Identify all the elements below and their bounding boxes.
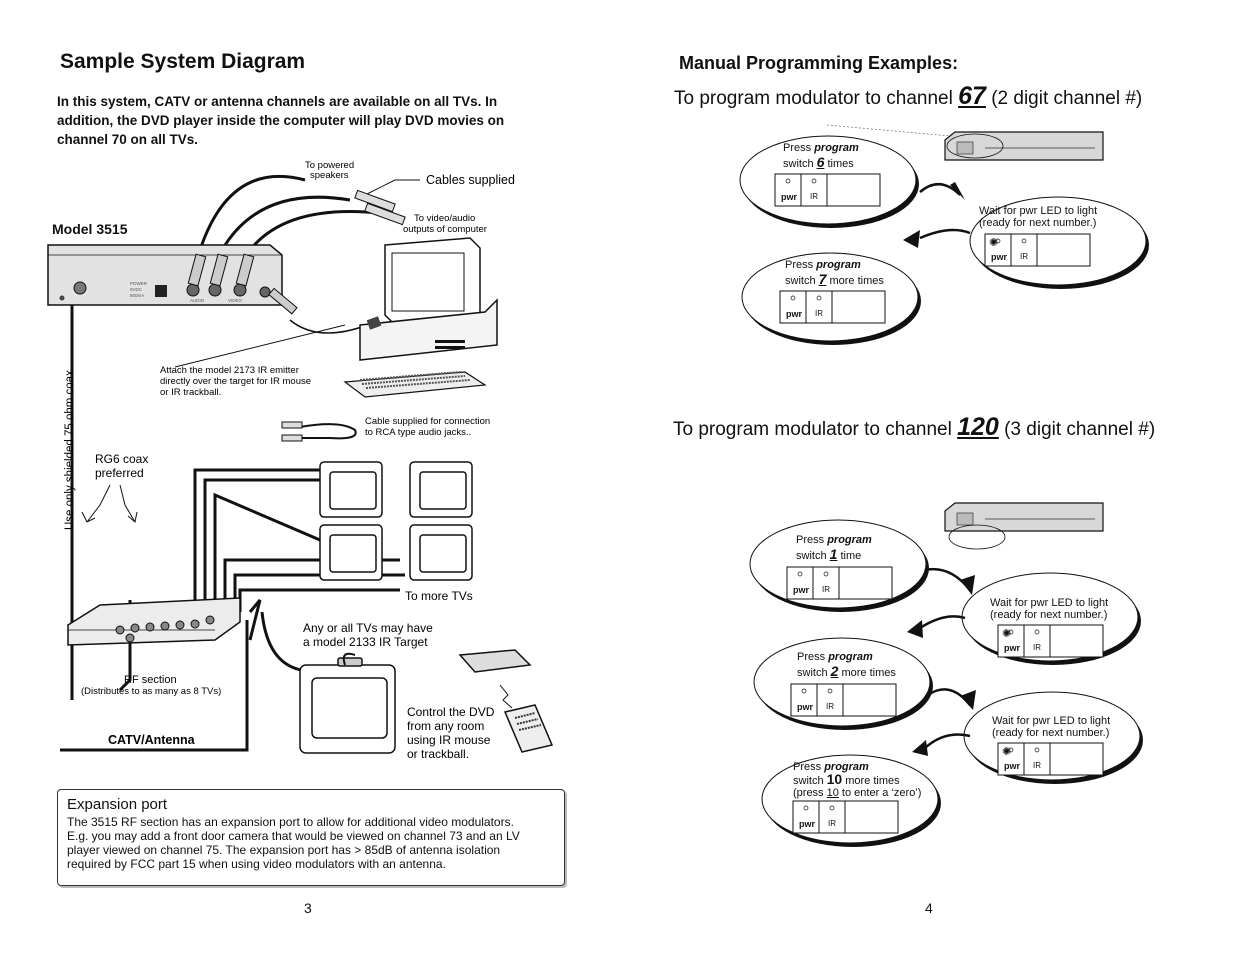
keypad-labels: pwr IR [781,192,818,202]
channel-number: 120 [957,413,999,441]
step-text: Press program switch 2 more times [797,651,896,679]
more-tvs-label: To more TVs [405,589,473,603]
emitter-label-3: or IR trackball. [160,387,221,398]
page-title-right: Manual Programming Examples: [679,53,959,73]
example-prefix: To program modulator to channel [673,419,958,440]
rg6-label-2: preferred [95,466,144,480]
control-dvd-label-2: from any room [407,719,484,733]
expansion-port-title: Expansion port [67,796,168,813]
step-text: Press program switch 10 more times (pres… [793,761,922,799]
led-lit-icon: ✺ [989,237,999,249]
page-number-right: 4 [925,900,933,916]
video-audio-label: To video/audio [414,213,475,224]
model-label: Model 3515 [52,221,128,237]
expansion-line: required by FCC part 15 when using video… [67,857,446,871]
ir-target-label-2: a model 2133 IR Target [303,635,428,649]
rca-plugs [354,189,406,226]
computer-illustration [343,237,498,398]
powered-speakers-label: To powered [305,160,354,171]
control-dvd-label-3: using IR mouse [407,733,491,747]
emitter-label-2: directly over the target for IR mouse [160,376,311,387]
callout-line [826,124,951,137]
wait-text: Wait for pwr LED to light(ready for next… [979,205,1098,229]
rca-cable-label: Cable supplied for connection [365,416,490,427]
ir-target-label: Any or all TVs may have [303,621,433,635]
panel-power-label: POWER [130,281,148,286]
led-lit-icon: ✺ [1002,628,1012,640]
catv-antenna-label: CATV/Antenna [108,733,196,747]
wait-text: Wait for pwr LED to light(ready for next… [990,597,1109,621]
expansion-line: E.g. you may add a front door camera tha… [67,829,520,843]
example-suffix: (3 digit channel #) [998,419,1156,440]
step-text: Press program switch 6 times [783,142,859,170]
rca-cable [281,421,357,442]
intro-text: In this system, CATV or antenna channels… [57,92,537,149]
control-dvd-label-4: or trackball. [407,747,469,761]
channel-number: 67 [958,82,986,110]
intro-line: In this system, CATV or antenna channels… [57,94,498,109]
video-audio-label-2: outputs of computer [403,224,487,235]
control-dvd-label: Control the DVD [407,705,495,719]
coax-vertical-label: Use only shielded 75 ohm coax [64,370,76,530]
expansion-port-text: The 3515 RF section has an expansion por… [67,815,557,871]
expansion-port-box [57,789,565,886]
example-67-heading: To program modulator to channel 67 (2 di… [674,82,1142,111]
page-number-left: 3 [304,900,312,916]
panel-ma-label: 800mA [130,293,144,298]
remote-control [499,684,554,753]
rf-section-label: RF section [124,674,177,686]
model-3515-unit: POWER 9VDC 800mA AUDIO VIDEO [47,244,298,315]
callout-circle [946,133,1004,159]
example-suffix: (2 digit channel #) [985,88,1143,109]
page-title-left: Sample System Diagram [60,50,306,73]
step-text: Press program switch 1 time [796,534,872,562]
rca-cable-label-2: to RCA type audio jacks.. [365,427,471,438]
wait-text: Wait for pwr LED to light(ready for next… [992,715,1111,739]
cables-supplied-label: Cables supplied [426,173,515,187]
rg6-label: RG6 coax [95,452,148,466]
tv-group [299,461,473,754]
example-prefix: To program modulator to channel [674,88,959,109]
emitter-label: Attach the model 2173 IR emitter [160,365,299,376]
example-120-heading: To program modulator to channel 120 (3 d… [673,413,1155,442]
panel-audio-label: AUDIO [190,298,205,303]
programming-diagram [739,124,1150,848]
ir-receiver [342,649,532,673]
expansion-line: player viewed on channel 75. The expansi… [67,843,501,857]
flow-arrow [919,183,961,196]
panel-vdc-label: 9VDC [130,287,143,292]
modulator-unit [944,131,1104,161]
rf-section-unit [67,597,241,646]
rf-distributes-label: (Distributes to as many as 8 TVs) [81,686,221,697]
step-text: Press program switch 7 more times [785,259,884,287]
intro-line: channel 70 on all TVs. [57,132,199,147]
led-lit-icon: ✺ [1002,746,1012,758]
panel-video-label: VIDEO [228,298,243,303]
system-diagram: POWER 9VDC 800mA AUDIO VIDEO [47,160,554,761]
flow-arrow [919,228,971,240]
expansion-line: The 3515 RF section has an expansion por… [67,815,514,829]
callout-circle [948,524,1006,550]
intro-line: addition, the DVD player inside the comp… [57,113,505,128]
modulator-unit [944,502,1104,532]
powered-speakers-label-2: speakers [310,170,349,181]
